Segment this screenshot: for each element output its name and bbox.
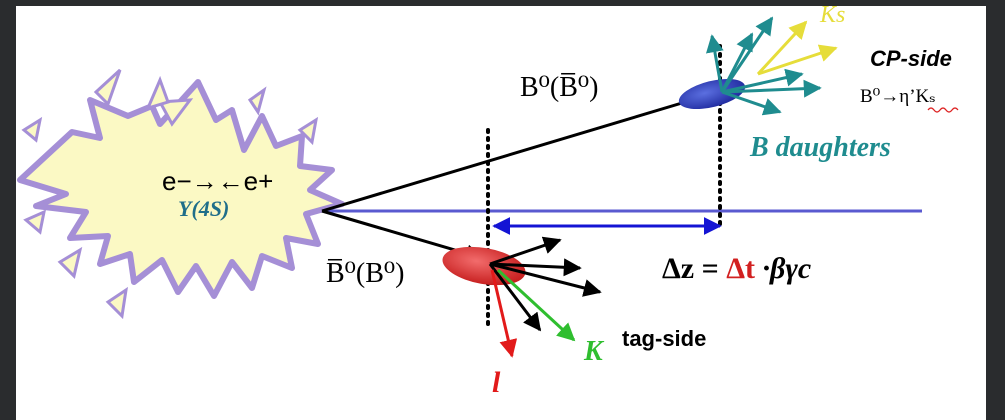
tag-side-label: tag-side [622,326,706,351]
lepton-label: l [492,366,501,399]
cp-side-daughter-tracks [705,16,838,116]
delta-z-formula: Δz = Δt ·βγc [662,252,811,285]
decay-mode-squiggle [927,107,959,113]
teal-track [721,79,822,98]
teal-track [721,68,804,94]
teal-track [721,90,782,116]
formula-delta-t: Δt [726,252,755,285]
b-upper-label: B⁰(B̅⁰) [520,72,598,103]
tag-side-daughter-tracks [488,236,602,358]
black-track [489,262,602,297]
teal-track [705,34,724,93]
b-daughters-label: B daughters [749,132,891,163]
beams-label: e−→←e+ [162,166,273,196]
cp-side-label: CP-side [870,46,952,71]
kaon-label: K [583,336,605,367]
formula-lhs: Δz = [662,252,726,285]
kaon-track [496,268,576,342]
collision-blast [17,79,345,299]
ks-track [757,44,838,76]
ks-track [756,20,808,76]
b-upper-flight-path [321,90,714,213]
b-lower-label: B̅⁰(B⁰) [326,258,404,289]
decay-mode-label: B⁰→η’Kₛ [860,86,936,107]
teal-track [720,16,774,93]
black-track [489,236,562,266]
blast-fragments [21,68,319,320]
resonance-label: Υ(4S) [178,196,229,221]
ks-label: Ks [819,2,845,28]
black-track [488,263,542,332]
cp-side-vertex [678,78,746,110]
lepton-track [490,269,518,358]
black-track [489,258,582,277]
formula-rhs: ·βγc [755,252,811,285]
